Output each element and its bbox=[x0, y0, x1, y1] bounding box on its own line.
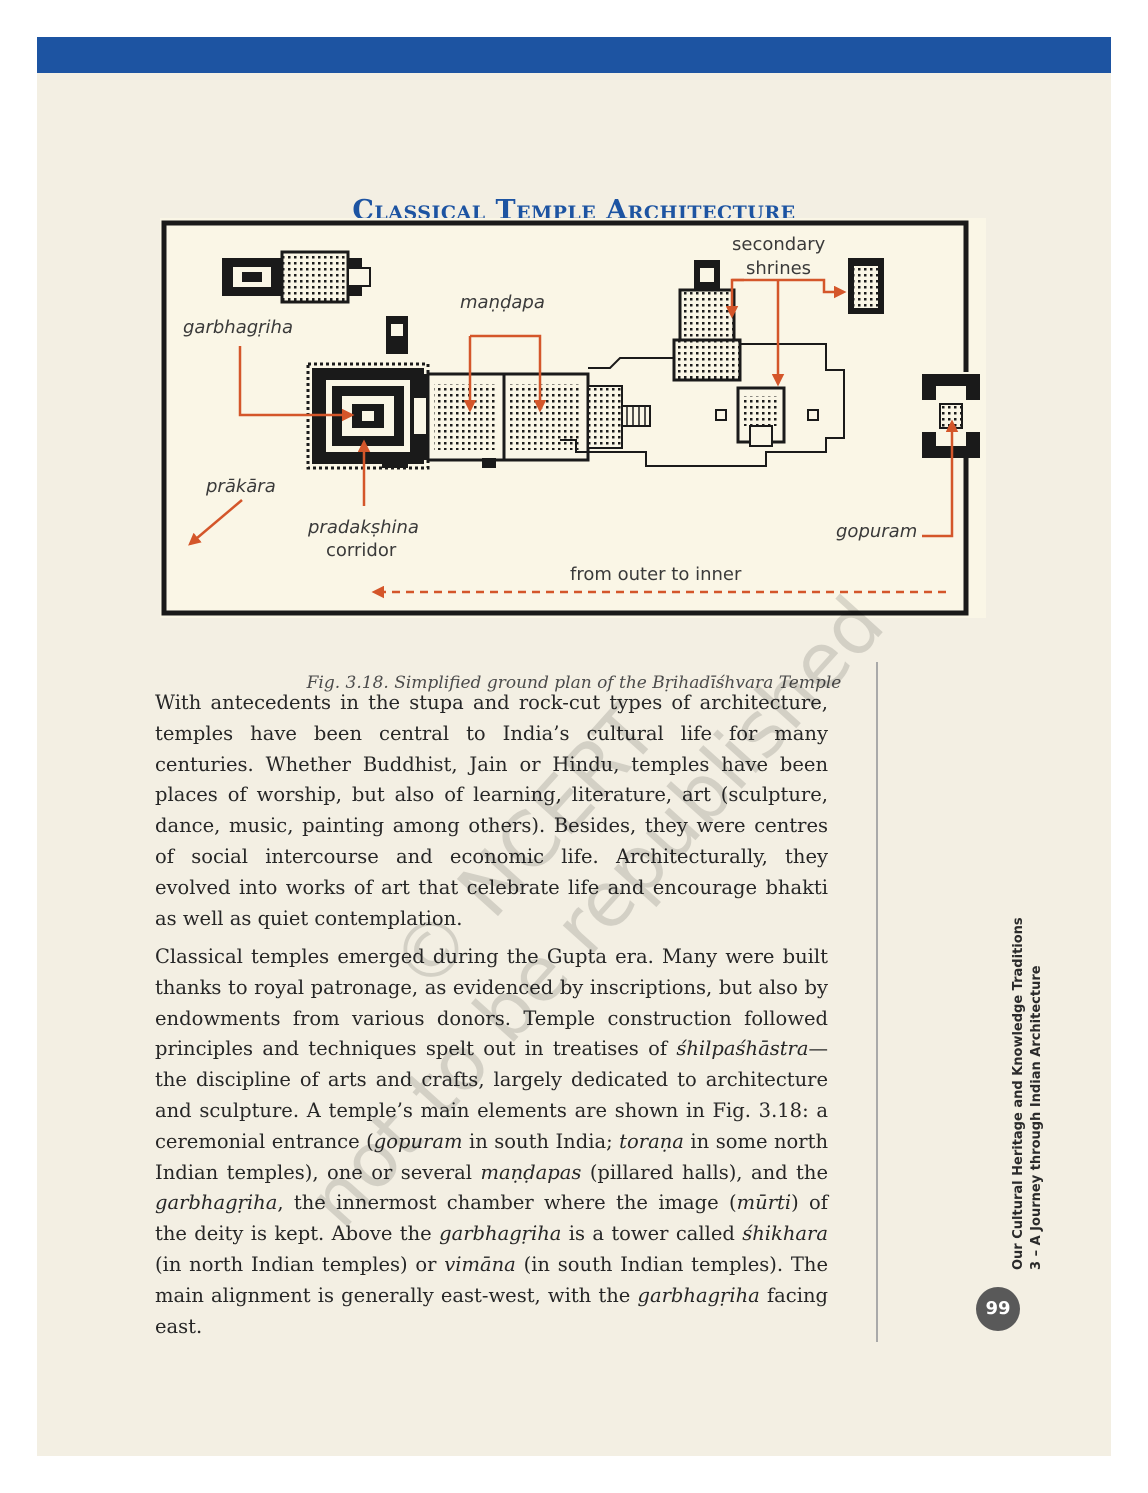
italic-term: vimāna bbox=[444, 1252, 516, 1276]
subsidiary-shrine-top-left bbox=[222, 250, 371, 304]
secondary-shrine-right bbox=[848, 258, 884, 314]
text-run: , the innermost chamber where the image … bbox=[277, 1191, 737, 1215]
italic-term: garbhagṛiha bbox=[439, 1222, 562, 1246]
book-title: Our Cultural Heritage and Knowledge Trad… bbox=[1011, 917, 1026, 1270]
chapter-title: 3 – A Journey through Indian Architectur… bbox=[1029, 965, 1044, 1270]
label-mandapa: maṇḍapa bbox=[460, 292, 545, 313]
text-run: (in south Indian temples). The main alig… bbox=[155, 1252, 828, 1307]
paragraph-2: Classical temples emerged during the Gup… bbox=[155, 942, 828, 1342]
text-run: is a tower called bbox=[561, 1222, 743, 1246]
text-run: in south India; bbox=[462, 1129, 620, 1153]
temple-ground-plan-figure: secondary shrines maṇḍapa garbhagṛiha pr… bbox=[160, 218, 986, 618]
page-number: 99 bbox=[976, 1287, 1020, 1331]
text-run: —the discipline of arts and crafts, larg… bbox=[155, 1037, 828, 1153]
text-run: (pillared halls), and the bbox=[581, 1160, 828, 1184]
label-direction: from outer to inner bbox=[570, 564, 742, 585]
italic-term: garbhagṛiha bbox=[637, 1283, 760, 1307]
label-garbhagriha: garbhagṛiha bbox=[183, 317, 293, 338]
label-arrows bbox=[188, 278, 959, 599]
label-secondary: secondary bbox=[732, 234, 826, 255]
text-run: in some north Indian temples), one or se… bbox=[155, 1129, 829, 1184]
ground-plan-drawing bbox=[161, 220, 982, 616]
figure-caption: Fig. 3.18. Simplified ground plan of the… bbox=[306, 673, 842, 693]
italic-term: śhikhara bbox=[742, 1222, 828, 1246]
label-prakara: prākāra bbox=[206, 476, 276, 497]
paragraph-1: With antecedents in the stupa and rock-c… bbox=[155, 691, 828, 930]
label-corridor: corridor bbox=[326, 540, 397, 561]
text-run: Classical temples emerged during the Gup… bbox=[155, 945, 828, 1061]
secondary-shrine-tall bbox=[672, 260, 742, 382]
nandi-mandapa bbox=[715, 386, 819, 447]
italic-term: mūrti bbox=[736, 1191, 792, 1215]
running-footer: Our Cultural Heritage and Knowledge Trad… bbox=[1010, 917, 1046, 1270]
italic-term: śhilpaśhāstra bbox=[676, 1037, 809, 1061]
header-bar bbox=[37, 37, 1111, 73]
italic-term: gopuram bbox=[373, 1129, 463, 1153]
italic-term: toraṇa bbox=[619, 1129, 684, 1153]
label-shrines: shrines bbox=[746, 258, 812, 279]
margin-rule bbox=[876, 662, 878, 1342]
text-run: (in north Indian temples) or bbox=[155, 1252, 445, 1276]
label-gopuram: gopuram bbox=[836, 521, 918, 542]
text-run: facing east. bbox=[155, 1283, 828, 1338]
italic-term: garbhagṛiha bbox=[155, 1191, 278, 1215]
subsidiary-shrine-small bbox=[386, 316, 408, 354]
text-run: ) of the deity is kept. Above the bbox=[155, 1191, 828, 1246]
label-pradakshina: pradakṣhina bbox=[308, 517, 419, 538]
italic-term: maṇḍapas bbox=[480, 1160, 582, 1184]
